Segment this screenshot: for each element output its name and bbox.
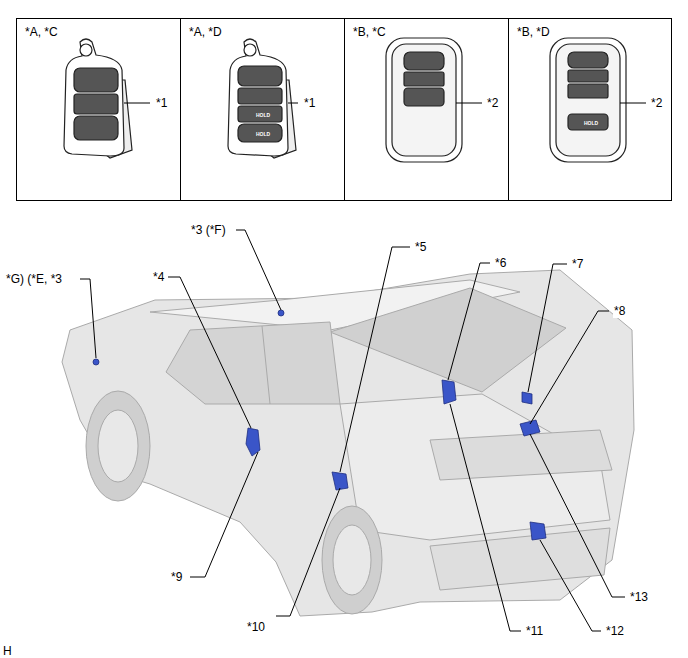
- callout-number: *3 (*F): [190, 223, 227, 237]
- variant-code: *B, *D: [517, 25, 550, 39]
- callout-number: *10: [246, 620, 266, 634]
- callout-number: *6: [494, 256, 507, 270]
- callout-number: *1: [304, 96, 315, 110]
- button-text: HOLD: [584, 120, 598, 126]
- panel-cell: *B, *C *2: [344, 18, 509, 201]
- callout-number: *1: [156, 96, 167, 110]
- callout-number: H: [2, 644, 13, 658]
- variant-code: *A, *C: [25, 25, 58, 39]
- leader-line: [80, 230, 625, 631]
- key-fob: [64, 38, 626, 162]
- callout-number: *2: [651, 96, 662, 110]
- callout-number: *8: [613, 304, 626, 318]
- callout-number: *11: [525, 624, 544, 638]
- variant-code: *A, *D: [189, 25, 222, 39]
- panel-cell: *A, *D *1HOLD HOLD: [180, 18, 345, 201]
- leader-line: [124, 103, 646, 104]
- variant-code: *B, *C: [353, 25, 386, 39]
- callout-number: *12: [605, 624, 625, 638]
- callout-number: *13: [629, 590, 649, 604]
- callout-number: *5: [414, 240, 427, 254]
- part-marker: [93, 310, 546, 540]
- callout-number: *G) (*E, *3: [5, 272, 63, 286]
- callout-number: *4: [152, 270, 165, 284]
- callout-number: *7: [571, 257, 584, 271]
- button-text: HOLD: [256, 131, 270, 137]
- button-text: HOLD: [256, 112, 270, 118]
- panel-cell: *B, *D *2HOLD: [508, 18, 672, 201]
- callout-number: *2: [487, 96, 498, 110]
- callout-number: *9: [170, 570, 183, 584]
- vehicle: [62, 270, 634, 616]
- panel-cell: *A, *C *1: [16, 18, 181, 201]
